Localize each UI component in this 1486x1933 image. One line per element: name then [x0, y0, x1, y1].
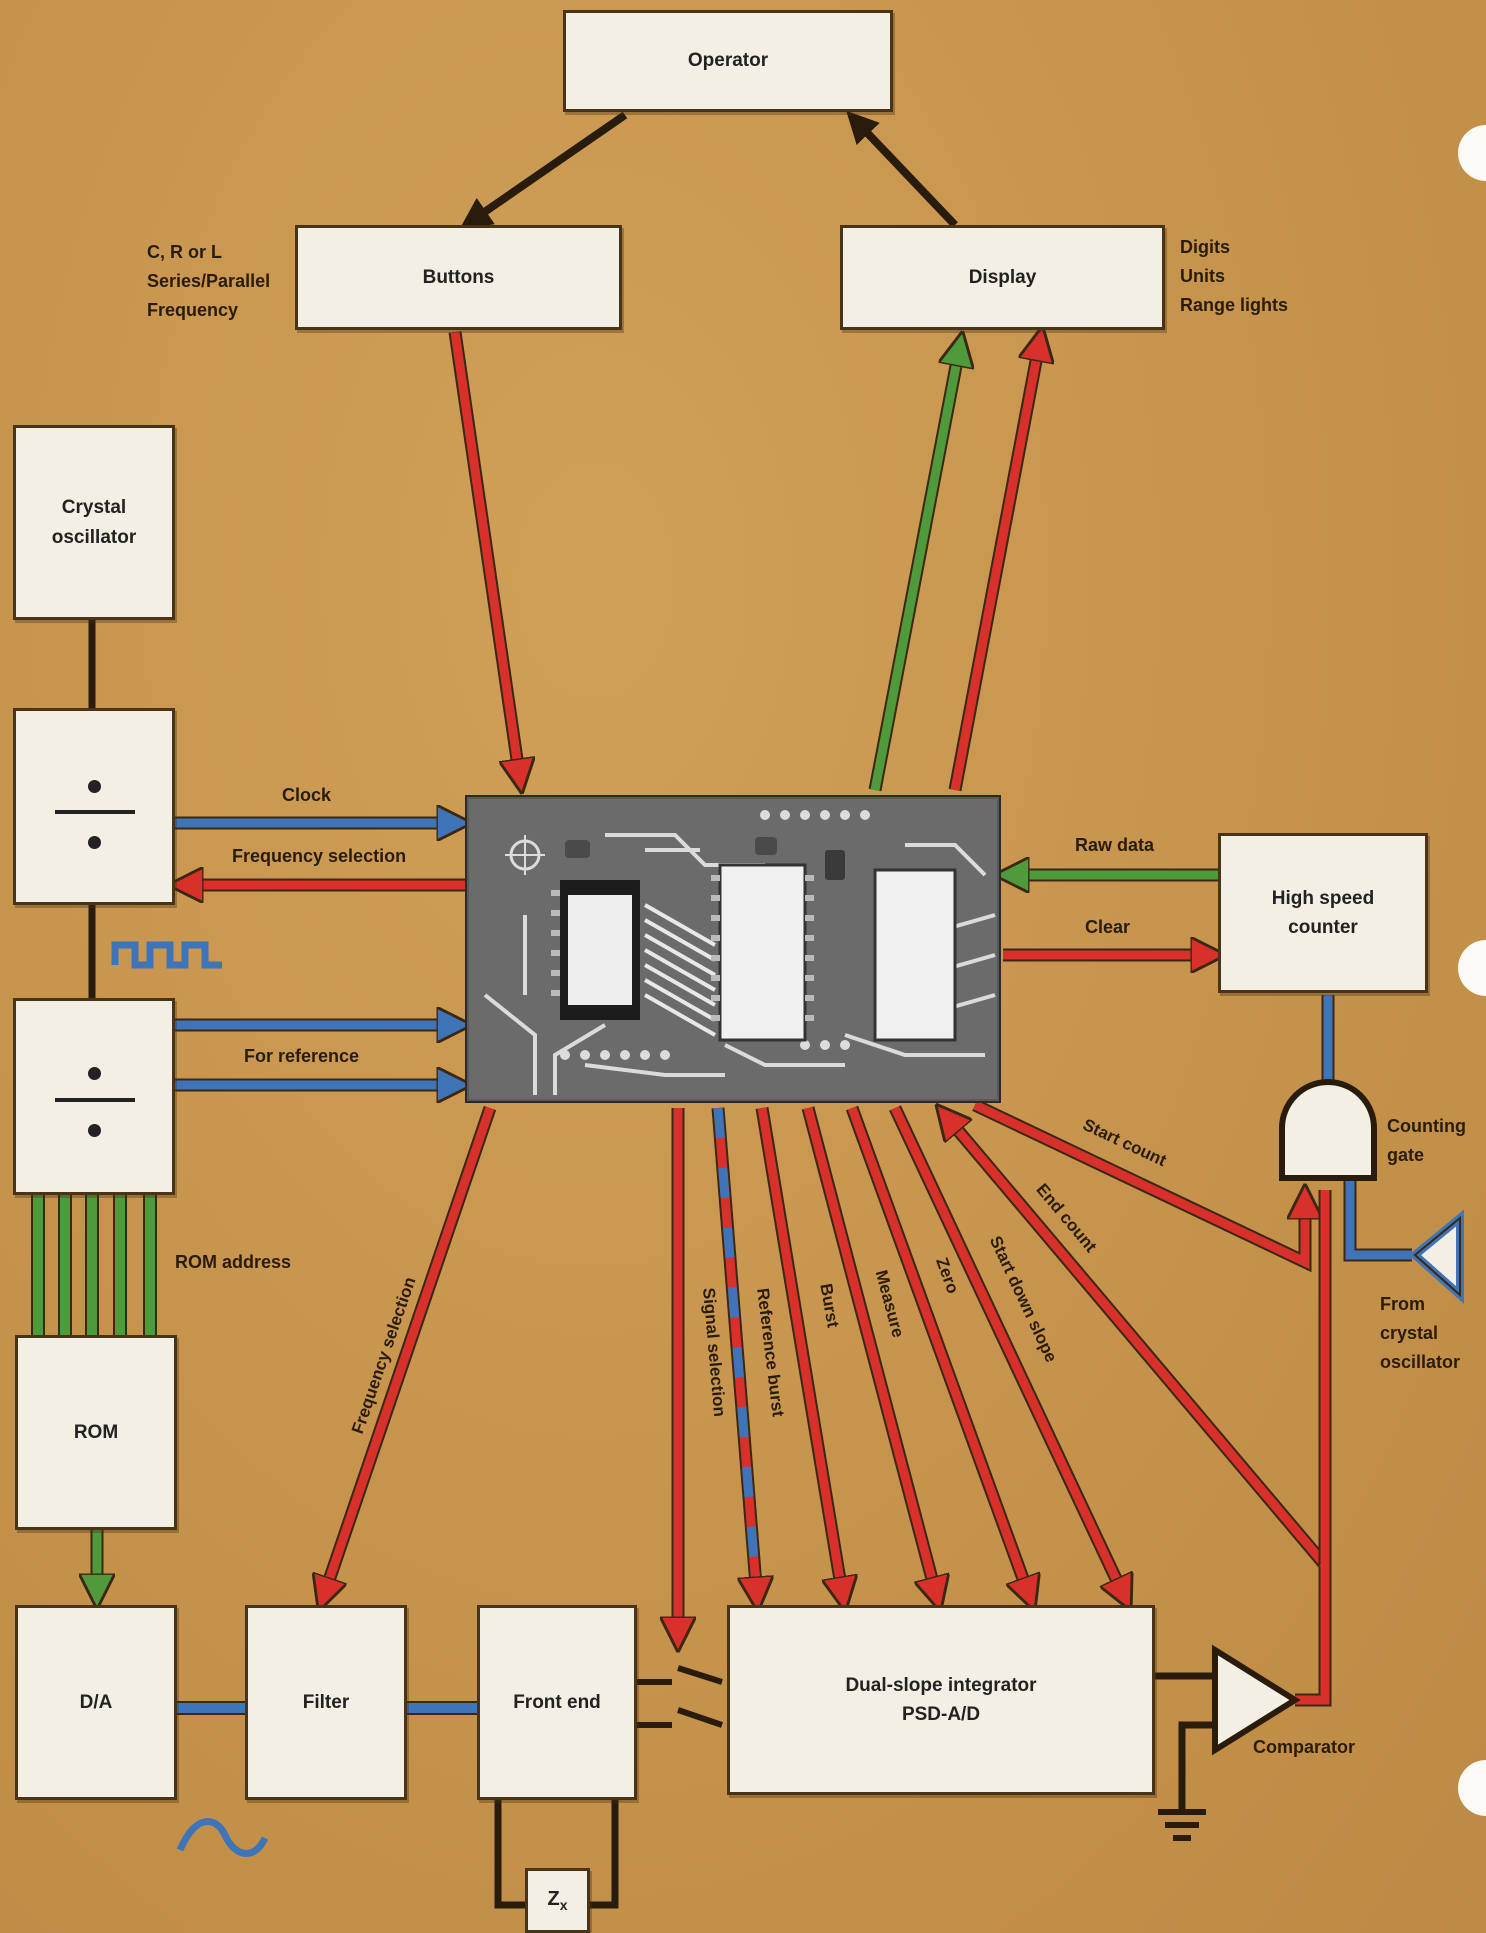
operator-arrows [470, 115, 955, 225]
divide-icon-dot [88, 836, 101, 849]
counter-label-line1: High speed [1272, 884, 1374, 913]
display-output-item: Units [1180, 262, 1288, 291]
frequency-selection-label-top: Frequency selection [232, 842, 406, 871]
start-count-wire [975, 1105, 1305, 1262]
square-wave-icon [115, 945, 222, 965]
buttons-to-chip-wire [455, 332, 520, 780]
microcontroller-board-image [465, 795, 1001, 1103]
integrator-control-wires [762, 1108, 1125, 1598]
rom-address-bus [38, 1195, 150, 1335]
buttons-input-item: Series/Parallel [147, 267, 270, 296]
raw-data-label: Raw data [1075, 831, 1154, 860]
buttons-input-item: C, R or L [147, 238, 270, 267]
sine-wave-icon [180, 1821, 265, 1853]
clear-label: Clear [1085, 913, 1130, 942]
comparator-label: Comparator [1253, 1733, 1355, 1762]
crystal-label-line1: Crystal [62, 493, 126, 522]
da-box: D/A [15, 1605, 177, 1800]
divider-box-1 [13, 708, 175, 905]
buttons-inputs-list: C, R or L Series/Parallel Frequency [147, 238, 270, 324]
integrator-box: Dual-slope integrator PSD-A/D [727, 1605, 1155, 1795]
rom-label: ROM [74, 1418, 118, 1447]
display-output-item: Range lights [1180, 291, 1288, 320]
divide-icon-bar [55, 1098, 135, 1102]
divider-box-2 [13, 998, 175, 1195]
buttons-input-item: Frequency [147, 296, 270, 325]
display-output-item: Digits [1180, 233, 1288, 262]
display-label: Display [969, 263, 1037, 292]
input-switches [635, 1668, 722, 1725]
filter-label: Filter [303, 1688, 349, 1717]
rom-address-label: ROM address [175, 1248, 291, 1277]
display-box: Display [840, 225, 1165, 330]
filter-box: Filter [245, 1605, 407, 1800]
divide-icon-bar [55, 810, 135, 814]
crystal-oscillator-box: Crystal oscillator [13, 425, 175, 620]
zx-label: Zx [547, 1884, 567, 1917]
rom-box: ROM [15, 1335, 177, 1530]
frequency-selection-wire-diag [323, 1108, 490, 1598]
from-crystal-oscillator-label: From crystal oscillator [1380, 1290, 1460, 1376]
display-outputs-list: Digits Units Range lights [1180, 233, 1288, 319]
zx-box: Zx [525, 1868, 590, 1933]
clock-label: Clock [282, 781, 331, 810]
integrator-label-line2: PSD-A/D [902, 1700, 980, 1729]
operator-box: Operator [563, 10, 893, 112]
integrator-label-line1: Dual-slope integrator [845, 1671, 1036, 1700]
front-end-label: Front end [513, 1688, 601, 1717]
counting-gate-label: Counting gate [1387, 1112, 1466, 1170]
counting-gate-icon [1282, 1082, 1374, 1178]
counter-label-line2: counter [1288, 913, 1358, 942]
divide-icon-dot [88, 780, 101, 793]
for-reference-label: For reference [244, 1042, 359, 1071]
operator-label: Operator [688, 46, 768, 75]
buttons-label: Buttons [423, 263, 495, 292]
crystal-label-line2: oscillator [52, 523, 136, 552]
buttons-box: Buttons [295, 225, 622, 330]
chip-to-display-wires [875, 340, 1040, 790]
divide-icon-dot [88, 1124, 101, 1137]
oscillator-input-icon [1415, 1218, 1460, 1295]
da-label: D/A [80, 1688, 113, 1717]
front-end-box: Front end [477, 1605, 637, 1800]
high-speed-counter-box: High speed counter [1218, 833, 1428, 993]
divide-icon-dot [88, 1067, 101, 1080]
